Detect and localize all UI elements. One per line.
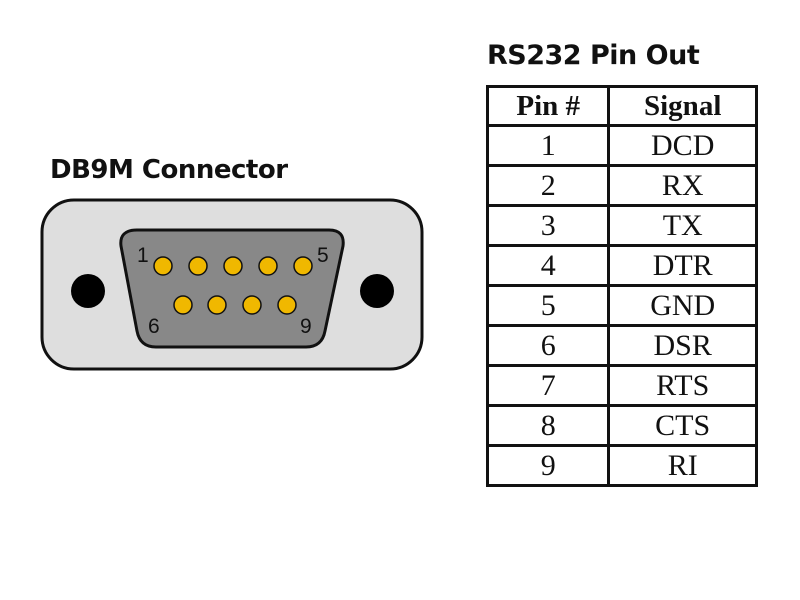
- signal-name-cell: TX: [607, 204, 758, 247]
- pin-label-5: 5: [317, 244, 329, 267]
- db9m-connector-diagram: 1 5 6 9: [40, 198, 424, 371]
- signal-name-cell: RI: [607, 444, 758, 487]
- pin-9-icon: [277, 295, 297, 315]
- signal-name-cell: DTR: [607, 244, 758, 287]
- pin-2-icon: [188, 256, 208, 276]
- column-header-signal: Signal: [607, 85, 758, 127]
- connector-pin-body: [119, 228, 345, 349]
- pin-number-cell: 7: [485, 364, 611, 407]
- pin-label-9: 9: [300, 315, 312, 338]
- table-title: RS232 Pin Out: [487, 40, 700, 71]
- signal-name-cell: CTS: [607, 404, 758, 447]
- signal-name-cell: RTS: [607, 364, 758, 407]
- header-row: Pin # Signal: [485, 85, 758, 127]
- pin-number-cell: 1: [485, 124, 611, 167]
- connector-title: DB9M Connector: [50, 155, 288, 185]
- signal-name-cell: RX: [607, 164, 758, 207]
- pin-number-cell: 6: [485, 324, 611, 367]
- column-header-pin: Pin #: [485, 85, 611, 127]
- signal-name-cell: DCD: [607, 124, 758, 167]
- signal-name-cell: DSR: [607, 324, 758, 367]
- left-mounting-screw-icon: [71, 274, 105, 308]
- pin-label-1: 1: [137, 244, 149, 267]
- right-mounting-screw-icon: [360, 274, 394, 308]
- pin-4-icon: [258, 256, 278, 276]
- pin-1-icon: [153, 256, 173, 276]
- pin-6-icon: [173, 295, 193, 315]
- pin-5-icon: [293, 256, 313, 276]
- pin-8-icon: [242, 295, 262, 315]
- pin-7-icon: [207, 295, 227, 315]
- pin-number-cell: 2: [485, 164, 611, 207]
- pins-row-top: [153, 256, 313, 276]
- pin-label-6: 6: [148, 315, 160, 338]
- pin-number-cell: 5: [485, 284, 611, 327]
- pin-number-cell: 8: [485, 404, 611, 447]
- signal-name-cell: GND: [607, 284, 758, 327]
- pin-3-icon: [223, 256, 243, 276]
- pin-number-cell: 9: [485, 444, 611, 487]
- pin-number-cell: 3: [485, 204, 611, 247]
- pin-number-cell: 4: [485, 244, 611, 287]
- pins-row-bottom: [173, 295, 297, 315]
